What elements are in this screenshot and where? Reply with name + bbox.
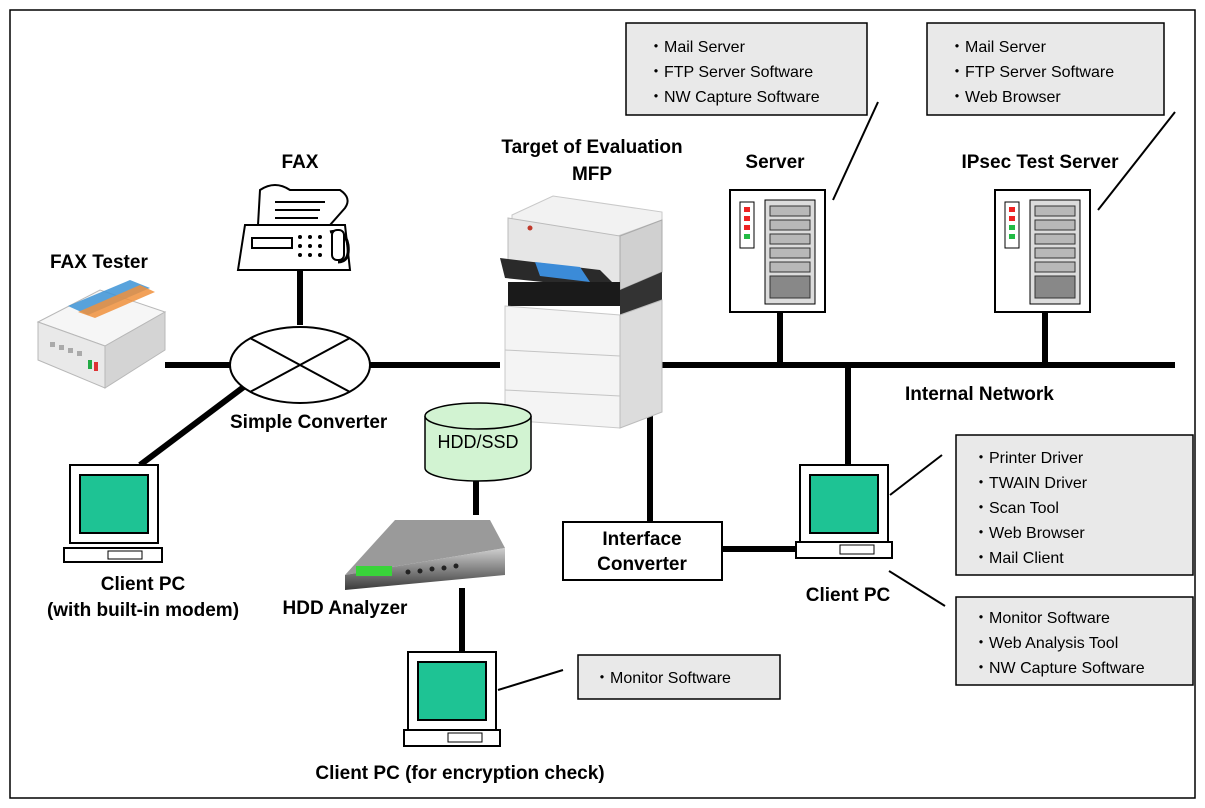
interface-converter-box [562, 521, 723, 581]
modem-pc-link [138, 383, 247, 468]
fax-tester-image [36, 280, 167, 389]
hdd-analyzer-image [345, 520, 505, 590]
server-label: Server [745, 152, 805, 173]
mfp-printer-image [500, 195, 663, 429]
internal-network-label: Internal Network [905, 384, 1054, 405]
server-image [729, 189, 826, 313]
client-pc-encryption-image [403, 651, 501, 747]
fax-machine-image [236, 184, 352, 271]
note-item: ・FTP Server Software [648, 64, 813, 81]
hdd-ssd-label: HDD/SSD [437, 432, 518, 452]
client-pc-monitor-note-box: ・Monitor Software ・Web Analysis Tool ・NW… [955, 596, 1194, 686]
note-item: ・Scan Tool [973, 500, 1059, 517]
client-pc-modem-label-line1: Client PC [101, 574, 186, 595]
client-pc-label: Client PC [806, 585, 891, 606]
note-item: ・Printer Driver [973, 450, 1084, 467]
interface-converter-label-line2: Converter [597, 554, 687, 575]
target-of-evaluation-label: Target of Evaluation [501, 137, 682, 158]
note-item: ・Mail Server [949, 39, 1047, 56]
note-item: ・Mail Client [973, 550, 1064, 567]
connections [138, 268, 1175, 652]
ipsec-server-image [994, 189, 1091, 313]
encryption-pc-note-box: ・Monitor Software [577, 654, 781, 700]
fax-tester-label: FAX Tester [50, 252, 148, 273]
interface-converter-label-line1: Interface [602, 529, 681, 550]
hdd-ssd-image [424, 402, 532, 482]
note-item: ・Web Browser [949, 89, 1061, 106]
tester-stripe-orange [78, 285, 155, 318]
client-pc-modem-image [63, 464, 163, 563]
note-item: ・Monitor Software [973, 610, 1110, 627]
client-pc-note-box: ・Printer Driver ・TWAIN Driver ・Scan Tool… [955, 434, 1194, 576]
client-pc-modem-label-line2: (with built-in modem) [47, 600, 239, 621]
tester-stripe-blue [68, 280, 150, 315]
note-item: ・NW Capture Software [973, 660, 1145, 677]
note-item: ・FTP Server Software [949, 64, 1114, 81]
note-item: ・NW Capture Software [648, 89, 820, 106]
note-item: ・Mail Server [648, 39, 746, 56]
server-note-box: ・Mail Server ・FTP Server Software ・NW Ca… [625, 22, 868, 116]
note-item: ・TWAIN Driver [973, 475, 1088, 492]
simple-converter-image [229, 326, 371, 404]
note-item: ・Monitor Software [594, 670, 731, 687]
brand-logo-icon [527, 225, 533, 231]
hdd-analyzer-label: HDD Analyzer [283, 598, 409, 619]
touch-screen [535, 262, 590, 282]
simple-converter-label: Simple Converter [230, 412, 388, 433]
ipsec-server-note-box: ・Mail Server ・FTP Server Software ・Web B… [926, 22, 1165, 116]
leader-lines [497, 101, 1176, 691]
note-item: ・Web Analysis Tool [973, 635, 1118, 652]
client-pc-image [795, 464, 893, 559]
analyzer-display [356, 566, 392, 576]
ipsec-server-label: IPsec Test Server [961, 152, 1119, 173]
fax-label: FAX [282, 152, 319, 173]
client-pc-encryption-label: Client PC (for encryption check) [315, 763, 604, 784]
note-item: ・Web Browser [973, 525, 1085, 542]
mfp-label: MFP [572, 164, 612, 185]
